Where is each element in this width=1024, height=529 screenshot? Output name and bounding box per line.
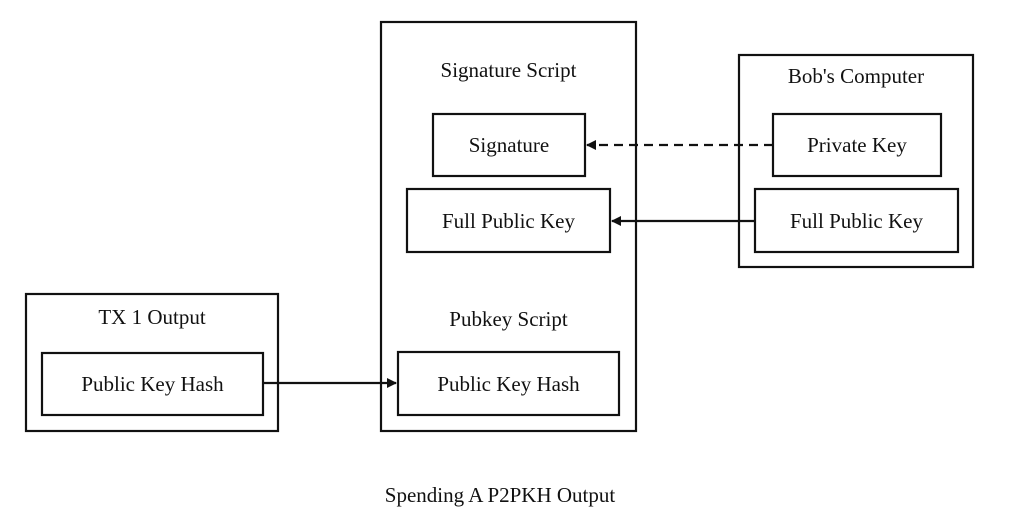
tx1-output-group: TX 1 Output Public Key Hash (24, 292, 280, 433)
bobs-computer-group: Bob's Computer Private Key Full Public K… (737, 53, 975, 269)
transaction-group: Signature Script Signature Full Public K… (379, 20, 638, 433)
private-key-label: Private Key (807, 133, 907, 157)
tx1-output-title: TX 1 Output (98, 305, 205, 329)
bob-full-public-key-label: Full Public Key (790, 209, 924, 233)
tx-public-key-hash-node: Public Key Hash (396, 350, 621, 417)
diagram-caption: Spending A P2PKH Output (385, 483, 616, 507)
tx1-public-key-hash-label: Public Key Hash (81, 372, 224, 396)
signature-node: Signature (431, 112, 587, 178)
pubkey-script-title: Pubkey Script (449, 307, 568, 331)
tx1-public-key-hash-node: Public Key Hash (40, 351, 265, 417)
bob-full-public-key-node: Full Public Key (753, 187, 960, 254)
signature-script-title: Signature Script (441, 58, 577, 82)
tx-full-public-key-node: Full Public Key (405, 187, 612, 254)
private-key-node: Private Key (771, 112, 943, 178)
bobs-computer-title: Bob's Computer (788, 64, 924, 88)
tx-public-key-hash-label: Public Key Hash (437, 372, 580, 396)
signature-label: Signature (469, 133, 549, 157)
tx-full-public-key-label: Full Public Key (442, 209, 576, 233)
